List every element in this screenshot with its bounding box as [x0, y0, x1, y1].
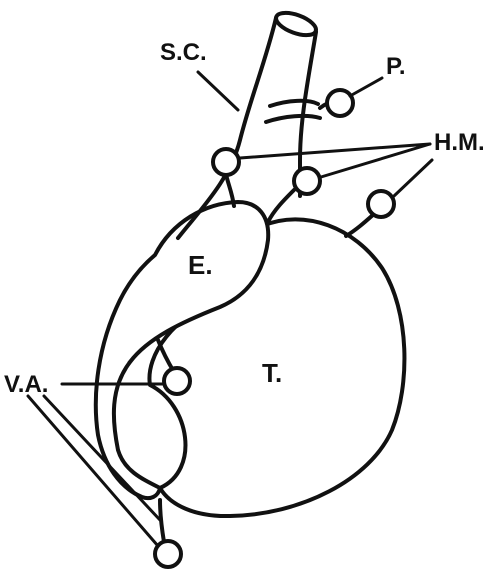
- leader-sc: [198, 72, 238, 110]
- leader-hm-to-right: [394, 160, 432, 196]
- hm-stalk-right: [346, 214, 374, 236]
- bulb-hm-middle: [294, 168, 320, 194]
- leader-p: [350, 78, 382, 96]
- bulb-hm-right: [368, 191, 394, 217]
- hm-stalk-middle: [268, 190, 294, 222]
- bulb-hm-left: [213, 149, 239, 175]
- label-p: P.: [386, 53, 406, 80]
- leader-hm-to-left: [240, 144, 430, 158]
- label-hm: H.M.: [434, 129, 484, 156]
- label-t: T.: [262, 358, 282, 388]
- label-e: E.: [188, 250, 213, 280]
- leader-va-to-lower: [28, 396, 158, 546]
- bulb-p: [327, 90, 353, 116]
- label-va: V.A.: [4, 371, 48, 398]
- bulb-va-upper: [164, 368, 190, 394]
- vessel-p-band-upper: [270, 101, 318, 106]
- label-sc: S.C.: [160, 39, 207, 66]
- vessel-sc-opening: [273, 8, 319, 39]
- vessel-p-band-lower: [266, 116, 320, 122]
